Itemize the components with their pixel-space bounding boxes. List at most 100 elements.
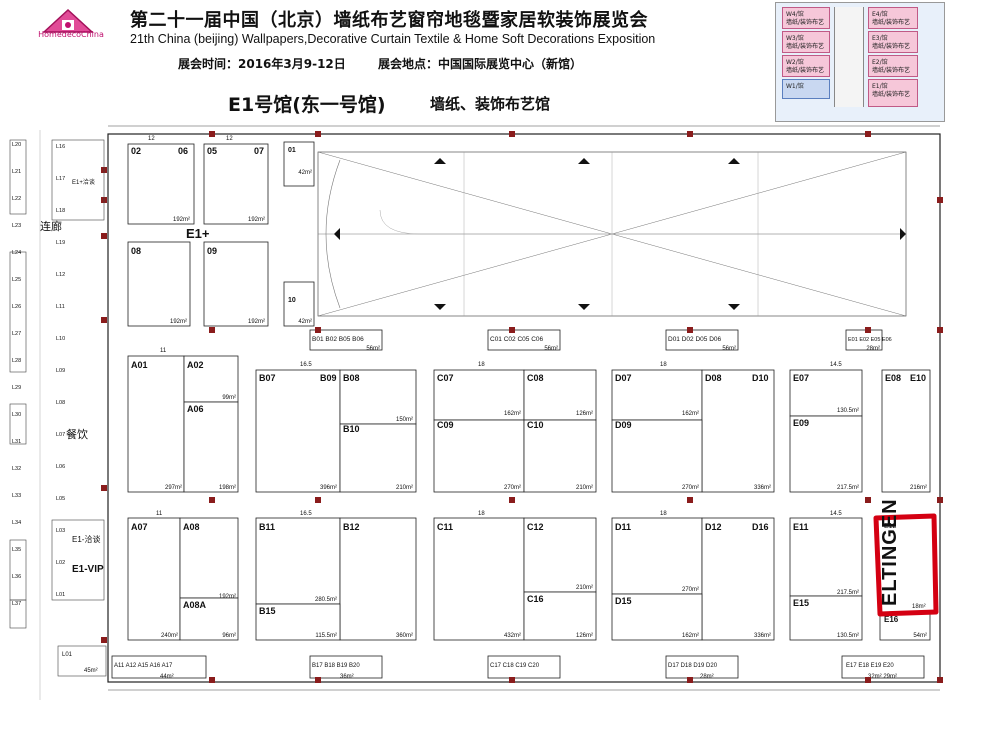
booth-e07[interactable]: [789, 369, 863, 417]
booth-a08a-id: A08A: [183, 600, 207, 610]
strip-c17-c20[interactable]: [487, 655, 561, 679]
column-pillar: [209, 677, 215, 683]
booth-c12[interactable]: [523, 517, 597, 593]
left-column-label: L34: [12, 520, 21, 526]
left-column-label: L37: [12, 601, 21, 607]
annex-small-label: L12: [56, 272, 65, 278]
booth-b09-id: B09: [320, 373, 337, 383]
annex-small-label: L11: [56, 304, 65, 310]
highlight-booth-id: E12: [884, 523, 897, 530]
booth-d09-area: 270m²: [682, 485, 699, 491]
booth-b08-id: B08: [343, 373, 360, 383]
booth-c11[interactable]: [433, 517, 525, 641]
booth-c10-id: C10: [527, 420, 544, 430]
booth-e11-id: E11: [793, 522, 809, 532]
strip-b01-b06[interactable]: [309, 329, 383, 351]
booth-10[interactable]: [283, 281, 315, 327]
column-pillar: [209, 497, 215, 503]
strip-bb-ids: B17 B18 B19 B20: [312, 663, 360, 669]
booth-b15[interactable]: [255, 603, 341, 641]
booth-10-area: 42m²: [298, 319, 312, 325]
booth-d15[interactable]: [611, 593, 703, 641]
left-column-label: L32: [12, 466, 21, 472]
strip-a11-a17[interactable]: [111, 655, 207, 679]
booth-a07[interactable]: [127, 517, 181, 641]
dining-label: 餐饮: [66, 427, 88, 441]
booth-a07-area: 240m²: [161, 633, 178, 639]
booth-b10[interactable]: [339, 423, 417, 493]
booth-e16[interactable]: [879, 613, 931, 641]
booth-d11[interactable]: [611, 517, 703, 595]
annex-small-label: L01: [56, 592, 65, 598]
booth-a01-id: A01: [131, 360, 148, 370]
booth-a01[interactable]: [127, 355, 185, 493]
minimap-sub-e3: 墙纸/装饰布艺: [872, 43, 911, 50]
strip-d01-d06[interactable]: [665, 329, 739, 351]
column-pillar: [101, 485, 107, 491]
booth-09[interactable]: [203, 241, 269, 327]
column-pillar: [509, 677, 515, 683]
strip-c01-c06[interactable]: [487, 329, 561, 351]
booth-e11[interactable]: [789, 517, 863, 597]
booth-a08a[interactable]: [179, 597, 239, 641]
booth-d12-area: 270m²: [682, 587, 699, 593]
booth-d08[interactable]: [701, 369, 775, 493]
booth-01[interactable]: [283, 141, 315, 187]
booth-02[interactable]: [127, 143, 195, 225]
booth-c11-area: 432m²: [504, 633, 521, 639]
booth-b07[interactable]: [255, 369, 341, 493]
booth-e15[interactable]: [789, 595, 863, 641]
corridor-label: 连廊: [40, 219, 62, 233]
strip-c-area: 56m²: [544, 346, 558, 352]
booth-a08-area: 192m²: [219, 594, 236, 600]
column-pillar: [937, 197, 943, 203]
booth-d09[interactable]: [611, 419, 703, 493]
venue-minimap: W4/馆 墙纸/装饰布艺 W3/馆 墙纸/装饰布艺 W2/馆 墙纸/装饰布艺 W…: [775, 2, 945, 122]
highlight-booth-area: 18m²: [912, 604, 926, 610]
booth-c07[interactable]: [433, 369, 525, 421]
booth-a08[interactable]: [179, 517, 239, 599]
annex-small-label: L19: [56, 240, 65, 246]
booth-c09[interactable]: [433, 419, 525, 493]
booth-e09-id: E09: [793, 418, 809, 428]
strip-b17-b20[interactable]: [309, 655, 383, 679]
minimap-hall-w2: [782, 55, 830, 77]
booth-b12[interactable]: [339, 517, 417, 641]
strip-cc-ids: C17 C18 C19 C20: [490, 663, 540, 669]
booth-b08[interactable]: [339, 369, 417, 425]
column-pillar: [687, 131, 693, 137]
minimap-label-w2: W2/馆: [786, 59, 804, 66]
booth-05[interactable]: [203, 143, 269, 225]
booth-b08-area: 150m²: [396, 417, 413, 423]
booth-c08[interactable]: [523, 369, 597, 421]
dimension-label: 14.5: [830, 362, 842, 368]
booth-d12[interactable]: [701, 517, 775, 641]
minimap-corridor: [834, 7, 864, 107]
booth-e09[interactable]: [789, 415, 863, 493]
booth-b11[interactable]: [255, 517, 341, 605]
booth-e08[interactable]: [881, 369, 931, 493]
booth-c16[interactable]: [523, 591, 597, 641]
column-pillar: [865, 677, 871, 683]
booth-e15-id: E15: [793, 598, 809, 608]
booth-c08-area: 126m²: [576, 411, 593, 417]
strip-e01-e06[interactable]: [845, 329, 883, 351]
booth-a06[interactable]: [183, 401, 239, 493]
column-pillar: [209, 327, 215, 333]
strip-e17-e20[interactable]: [841, 655, 925, 679]
booth-a02[interactable]: [183, 355, 239, 403]
booth-08[interactable]: [127, 241, 191, 327]
booth-e10-id: E10: [910, 373, 926, 383]
dimension-label: 12: [148, 136, 155, 142]
annex-small-label: L18: [56, 208, 65, 214]
left-column-label: L30: [12, 412, 21, 418]
booth-l01-area: 45m²: [84, 668, 98, 674]
e1-vip-label: E1-VIP: [72, 564, 104, 575]
left-column-label: L28: [12, 358, 21, 364]
column-pillar: [937, 327, 943, 333]
dimension-label: 16.5: [300, 511, 312, 517]
booth-c10[interactable]: [523, 419, 597, 493]
left-column-label: L22: [12, 196, 21, 202]
strip-d17-d20[interactable]: [665, 655, 739, 679]
